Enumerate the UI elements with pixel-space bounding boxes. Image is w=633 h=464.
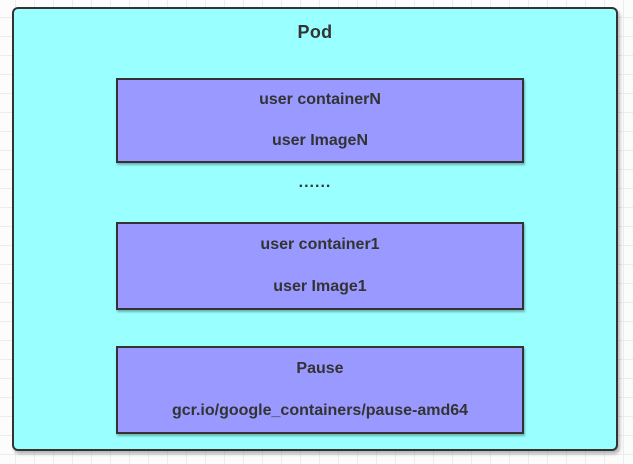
container-box-user-1: user container1 user Image1 bbox=[116, 222, 524, 310]
container-image: user Image1 bbox=[273, 278, 367, 295]
container-box-user-n: user containerN user ImageN bbox=[116, 78, 524, 163]
container-image: user ImageN bbox=[271, 131, 369, 149]
container-name: user container1 bbox=[260, 236, 380, 253]
container-box-pause: Pause gcr.io/google_containers/pause-amd… bbox=[116, 346, 524, 434]
pod-title: Pod bbox=[297, 22, 333, 42]
ellipsis-label: ...... bbox=[298, 174, 332, 191]
container-name: user containerN bbox=[259, 91, 381, 109]
container-name: Pause bbox=[296, 360, 344, 377]
pod-box: Pod user containerN user ImageN ...... u… bbox=[12, 7, 618, 451]
container-image: gcr.io/google_containers/pause-amd64 bbox=[171, 402, 469, 419]
